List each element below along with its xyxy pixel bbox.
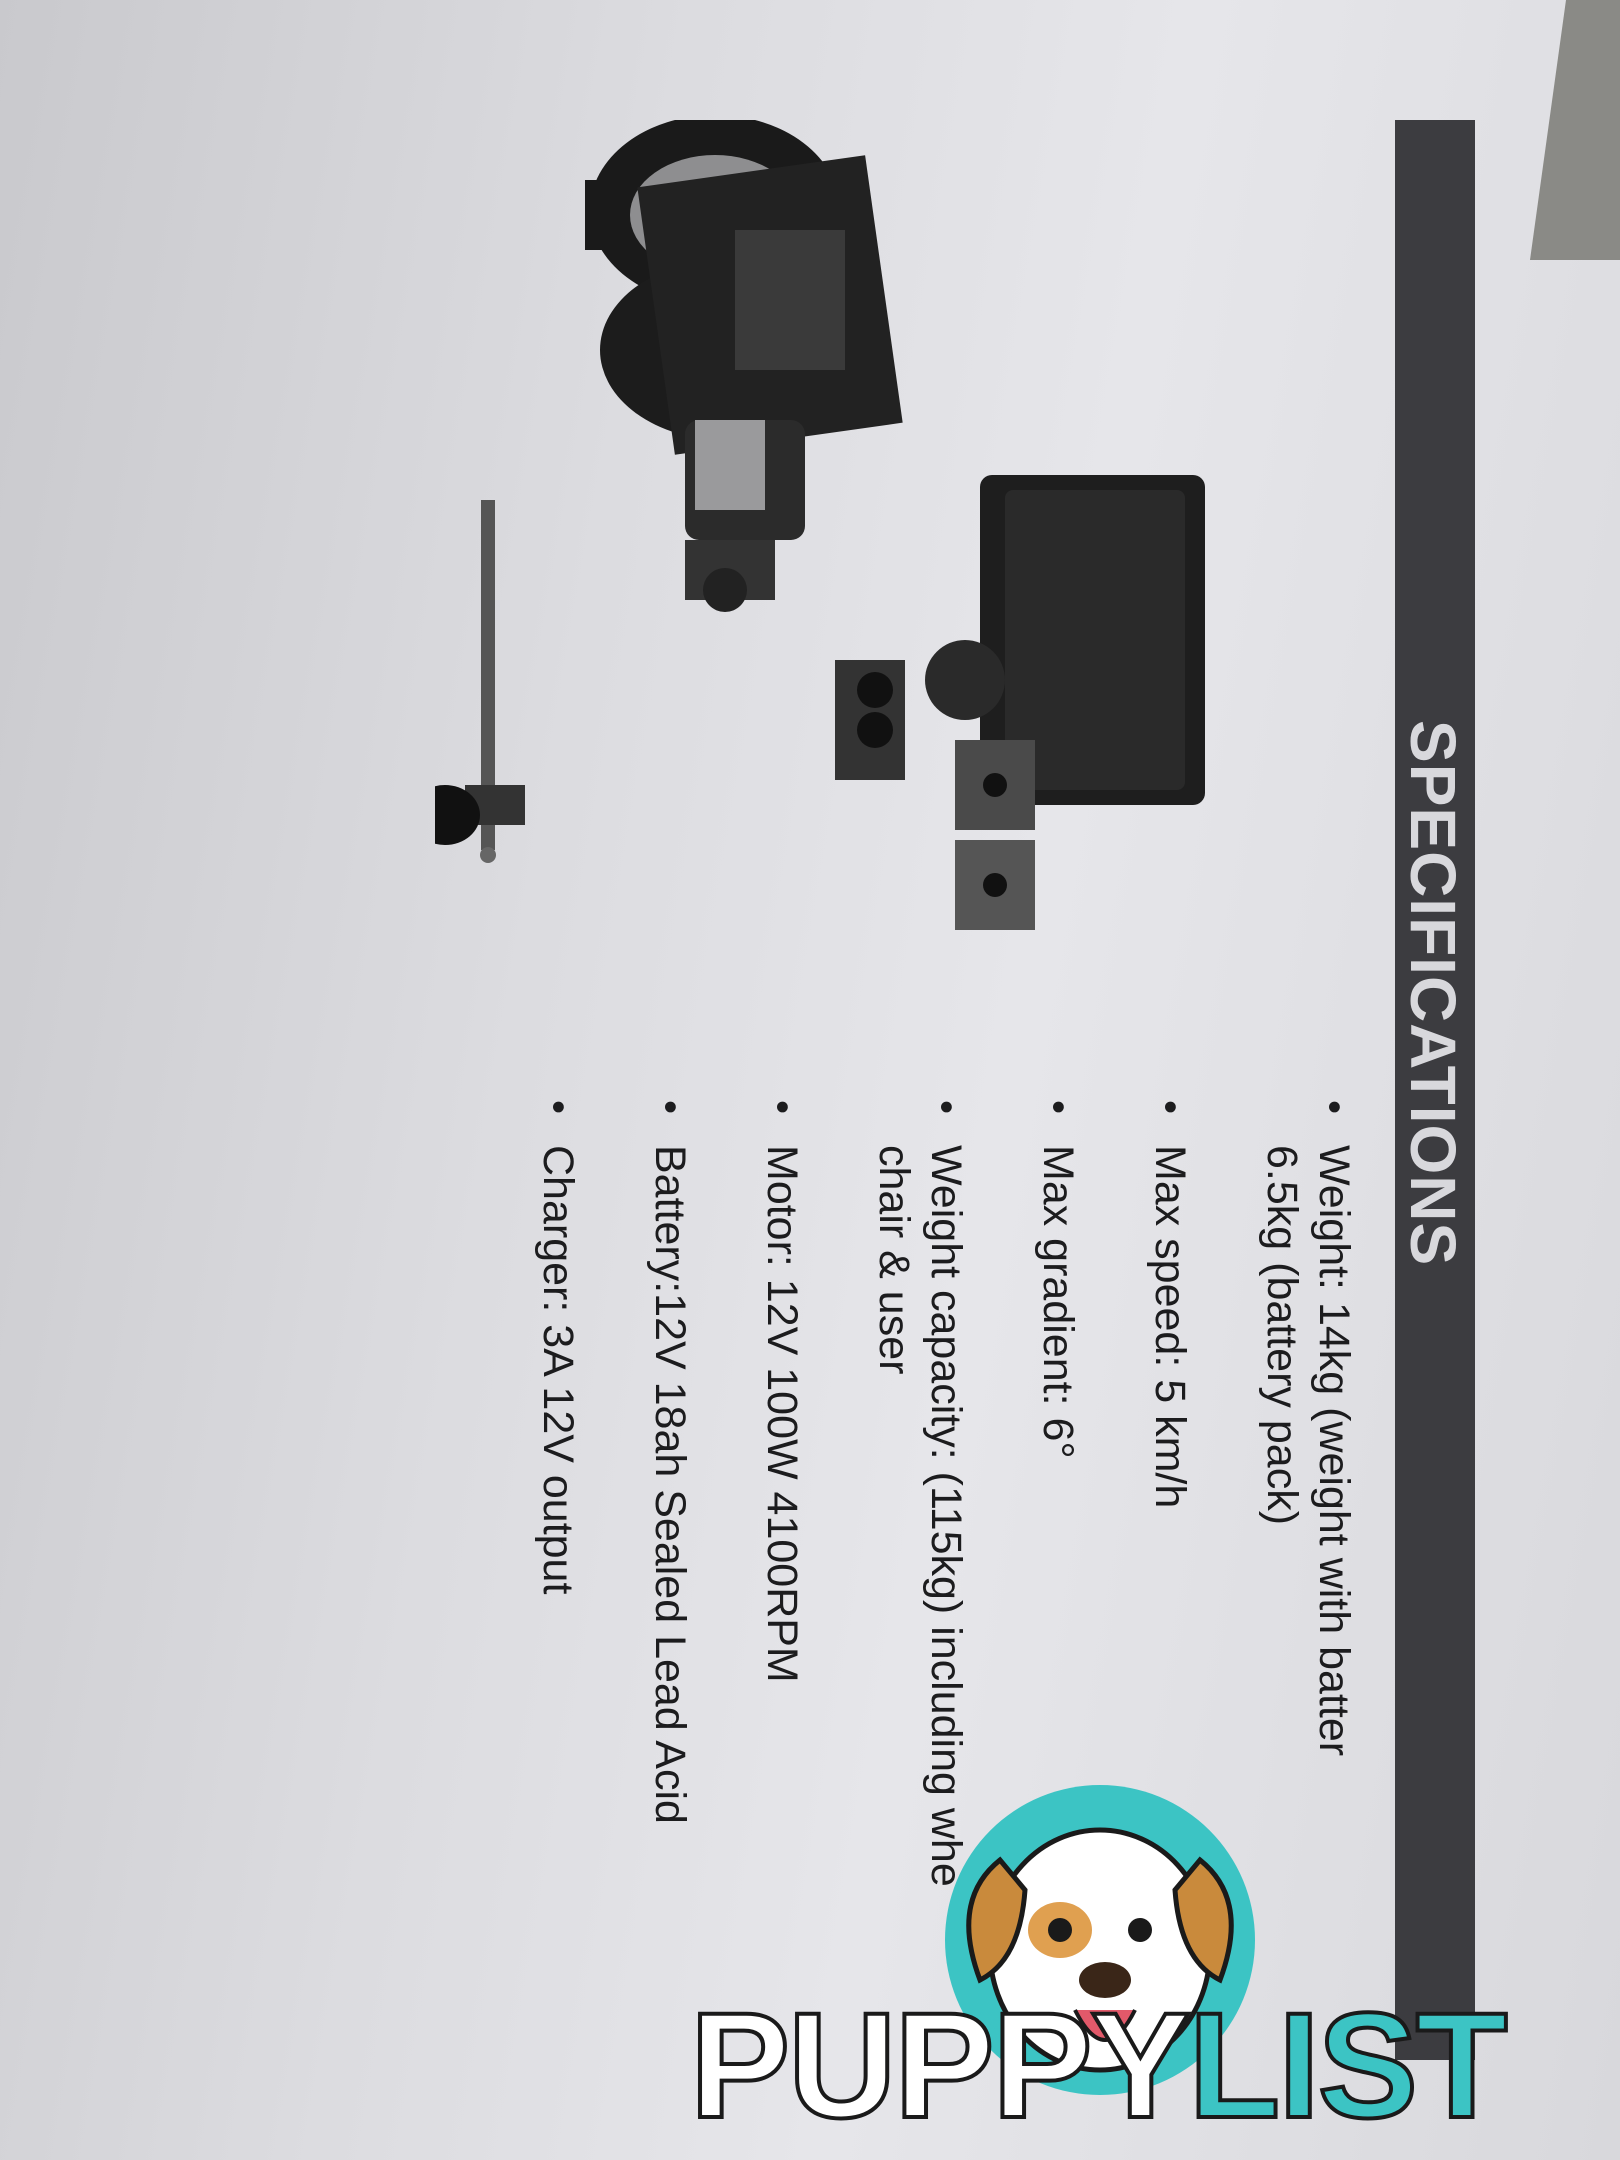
- control-box: [835, 640, 1005, 780]
- puppy-face-icon: [945, 1785, 1255, 2095]
- bullet: •: [760, 1100, 804, 1115]
- spec-line: Battery:12V 18ah Sealed Lead Acid: [646, 1145, 694, 1824]
- title-bar: SPECIFICATIONS: [1395, 120, 1475, 2060]
- spec-sheet: SPECIFICATIONS • Weight: 14kg (weight wi…: [435, 120, 1475, 2060]
- motor: [685, 420, 805, 612]
- bullet: •: [536, 1100, 580, 1115]
- spec-line: Charger: 3A 12V output: [534, 1145, 582, 1595]
- spec-title: SPECIFICATIONS: [1397, 720, 1469, 1267]
- bullet: •: [648, 1100, 692, 1115]
- wordmark-list: LIST: [1187, 1981, 1510, 2149]
- spec-item-charger: • Charger: 3A 12V output: [532, 1100, 584, 2060]
- bullet: •: [1036, 1100, 1080, 1115]
- bullet: •: [1312, 1100, 1356, 1115]
- battery-pack: [980, 475, 1205, 805]
- bullet: •: [1148, 1100, 1192, 1115]
- bullet: •: [924, 1100, 968, 1115]
- product-photo: [435, 120, 1365, 1080]
- wordmark-puppy: PUPPY: [688, 1981, 1193, 2149]
- mounting-brackets: [955, 740, 1035, 930]
- puppylist-wordmark: PUPPYLIST: [688, 1988, 1510, 2142]
- tiller-rod: [435, 500, 525, 863]
- power-pack-kit-image: [435, 120, 1205, 930]
- spec-item-battery: • Battery:12V 18ah Sealed Lead Acid: [644, 1100, 696, 2060]
- puppylist-watermark: PUPPYLIST: [688, 1770, 1590, 2150]
- drive-wheel-unit: [585, 120, 903, 455]
